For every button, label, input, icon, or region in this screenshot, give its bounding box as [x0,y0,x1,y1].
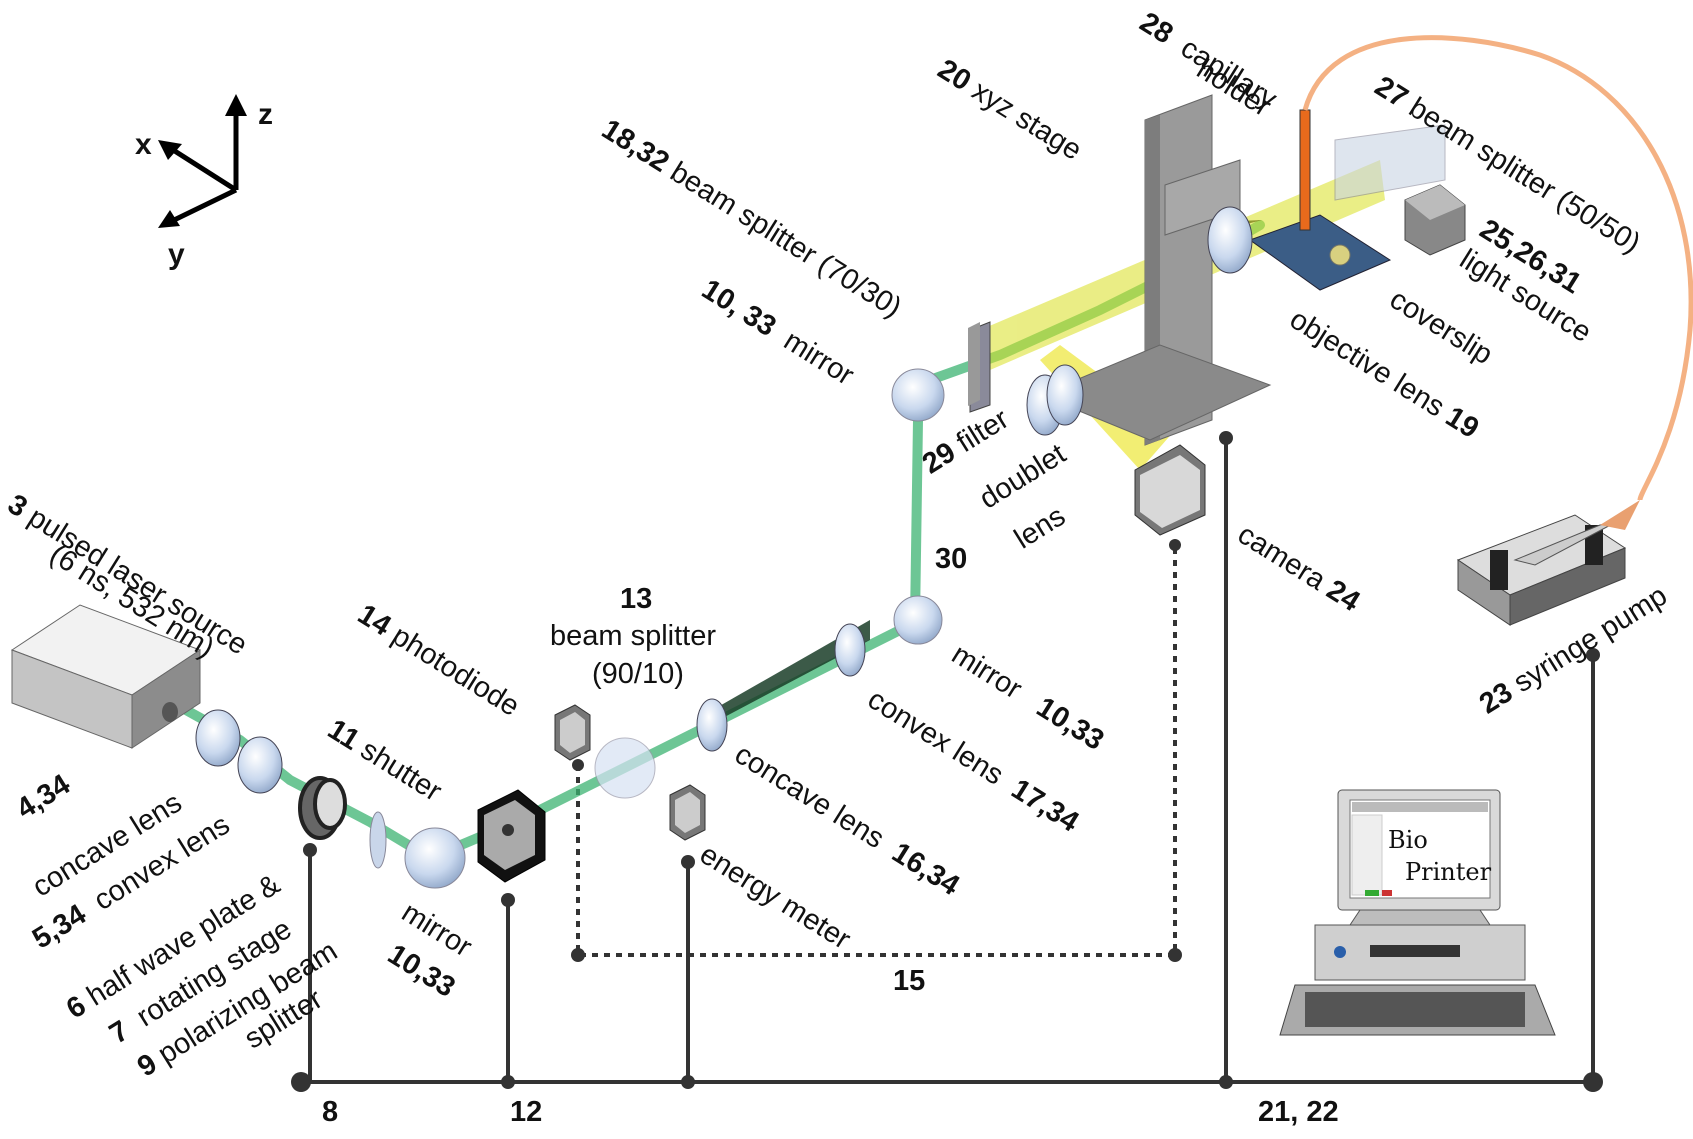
label-8: 8 [322,1096,339,1128]
computer [1279,789,1556,1036]
mirror-right [893,595,943,645]
camera [1134,444,1206,536]
photodiode [554,704,591,761]
label-30: 30 [935,543,968,575]
concave-lens-4 [195,709,241,767]
xyz-stage [1038,94,1272,446]
label-90-10: (90/10) [592,658,684,690]
capillary-tube [1302,35,1693,501]
beam-splitter-50-50 [1334,124,1446,201]
label-12: 12 [510,1096,543,1128]
pulsed-laser-source [10,604,202,749]
convex-lens-17 [834,623,866,677]
energy-meter [669,784,706,841]
polarizing-beam-splitter [369,811,387,869]
syringe-pump [1456,500,1640,626]
screen-printer: Printer [1405,858,1492,886]
label-15: 15 [893,965,926,997]
mirror-top [891,368,945,422]
beam-splitter-70-30 [968,322,980,406]
axis-y-label: y [168,238,185,271]
axis-x-label: x [135,128,152,161]
mirror-left [404,827,466,889]
label-13: 13 [620,583,653,615]
light-source [1404,184,1466,256]
beam-splitter-90-10 [594,737,656,799]
concave-lens-16 [696,698,728,752]
coverslip [1248,214,1392,291]
screen-bio: Bio [1388,826,1428,854]
capillary-holder [1299,109,1311,231]
wiring-nodes [291,431,1603,1092]
control-wiring [301,438,1595,1084]
axis-z-label: z [258,98,273,131]
objective-lens [1207,206,1253,274]
label-21-22: 21, 22 [1258,1096,1339,1128]
label-beam-splitter-90: beam splitter [550,620,717,652]
shutter [477,789,546,883]
convex-lens-5 [237,736,283,794]
coordinate-axes [158,94,247,228]
